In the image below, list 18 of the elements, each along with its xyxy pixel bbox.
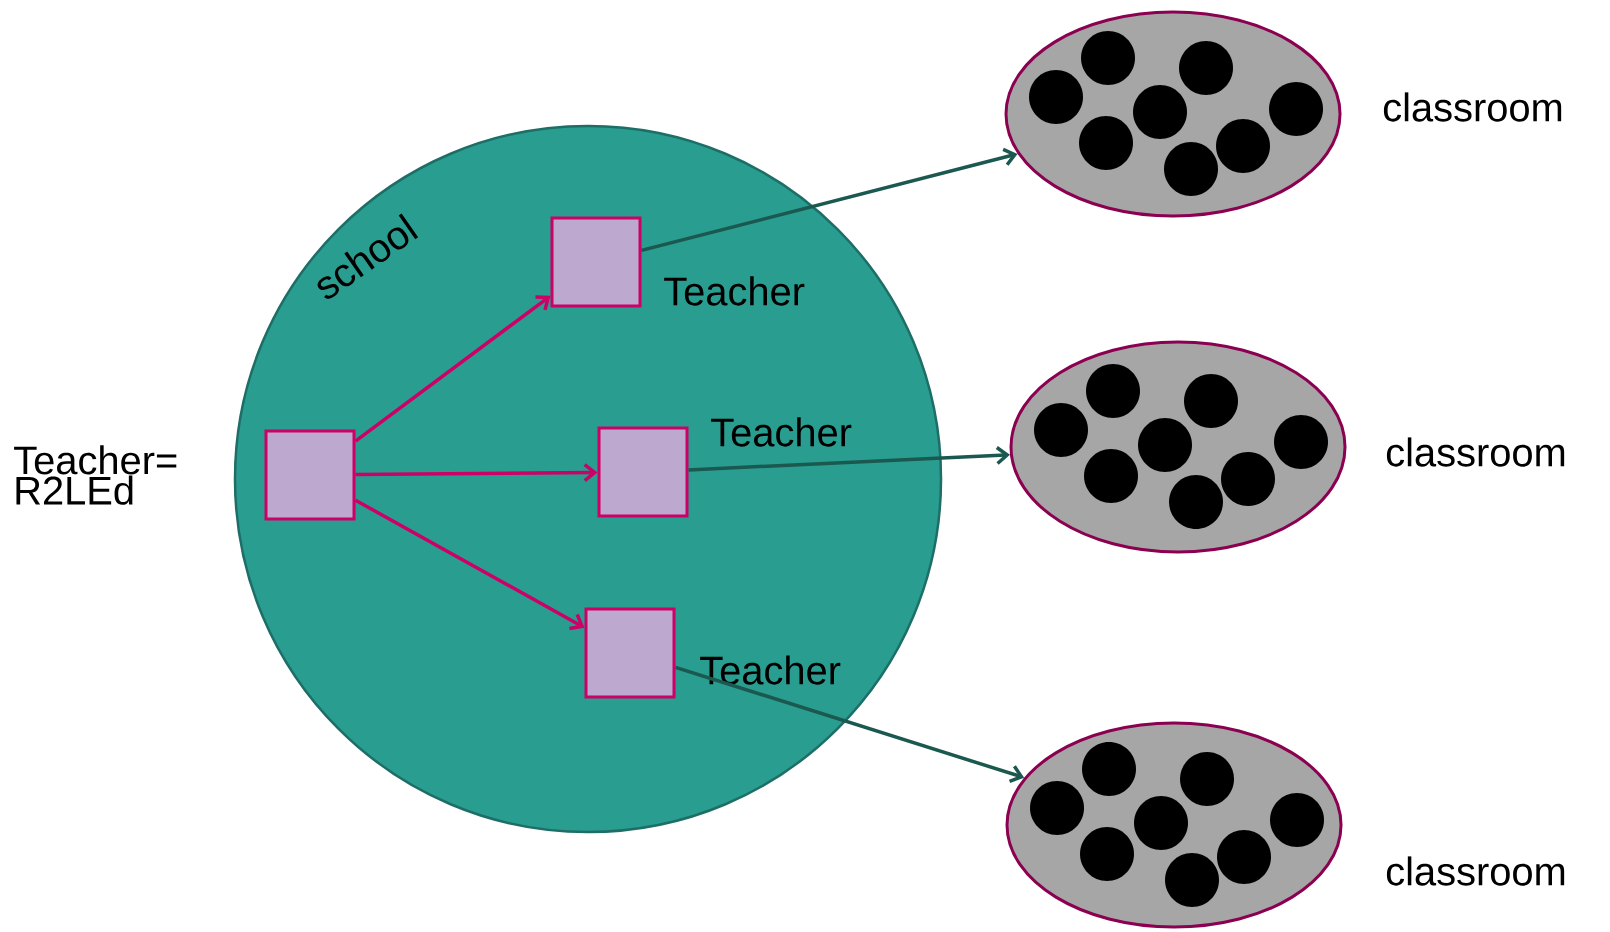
teacher-box xyxy=(597,426,689,518)
arrow xyxy=(641,147,1018,253)
school-circle xyxy=(233,124,943,834)
arrow xyxy=(675,665,1025,784)
arrow xyxy=(355,463,598,482)
teacher-label: Teacher xyxy=(711,417,852,447)
classroom-label: classroom xyxy=(1383,92,1562,122)
classroom-label: classroom xyxy=(1386,856,1565,886)
arrow xyxy=(688,446,1010,472)
arrow xyxy=(354,498,585,631)
teacher-label: Teacher= R2LEd xyxy=(14,445,177,505)
teacher-box xyxy=(264,429,356,521)
teacher-label: Teacher xyxy=(664,276,805,306)
teacher-box xyxy=(550,216,642,308)
teacher-label: Teacher xyxy=(700,655,841,685)
arrow xyxy=(354,295,551,443)
classroom-label: classroom xyxy=(1386,437,1565,467)
teacher-box xyxy=(584,607,676,699)
